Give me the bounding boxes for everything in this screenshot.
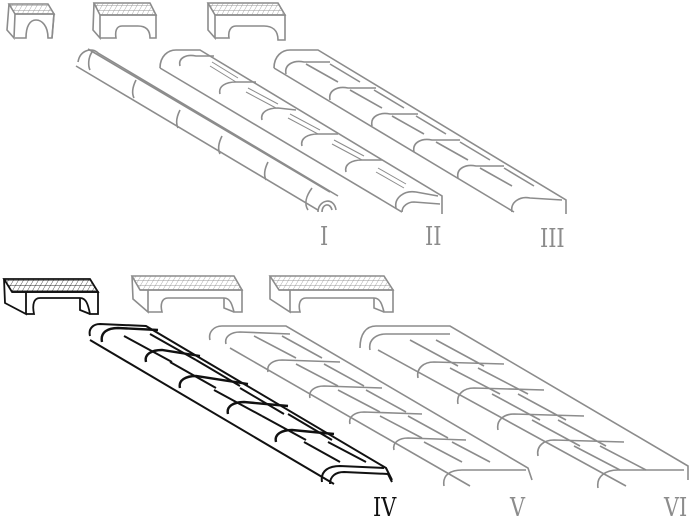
duct-ii	[159, 49, 443, 214]
end-block-i	[6, 3, 56, 41]
variant-label-vi: VI	[664, 493, 688, 523]
duct-iii	[273, 49, 567, 214]
end-block-iv[interactable]	[2, 278, 100, 316]
duct-i	[75, 48, 339, 213]
end-block-ii	[92, 2, 158, 41]
duct-iv[interactable]	[88, 322, 393, 485]
variant-label-ii: II	[425, 222, 442, 252]
end-block-vi	[268, 275, 395, 314]
variant-label-iii: III	[540, 224, 565, 254]
variant-label-iv[interactable]: IV	[373, 493, 397, 523]
end-block-v	[130, 275, 244, 314]
variant-label-v: V	[510, 493, 526, 523]
duct-vi	[359, 325, 689, 489]
variant-label-i: I	[320, 222, 329, 252]
duct-v	[208, 325, 533, 487]
end-block-iii	[206, 2, 287, 41]
